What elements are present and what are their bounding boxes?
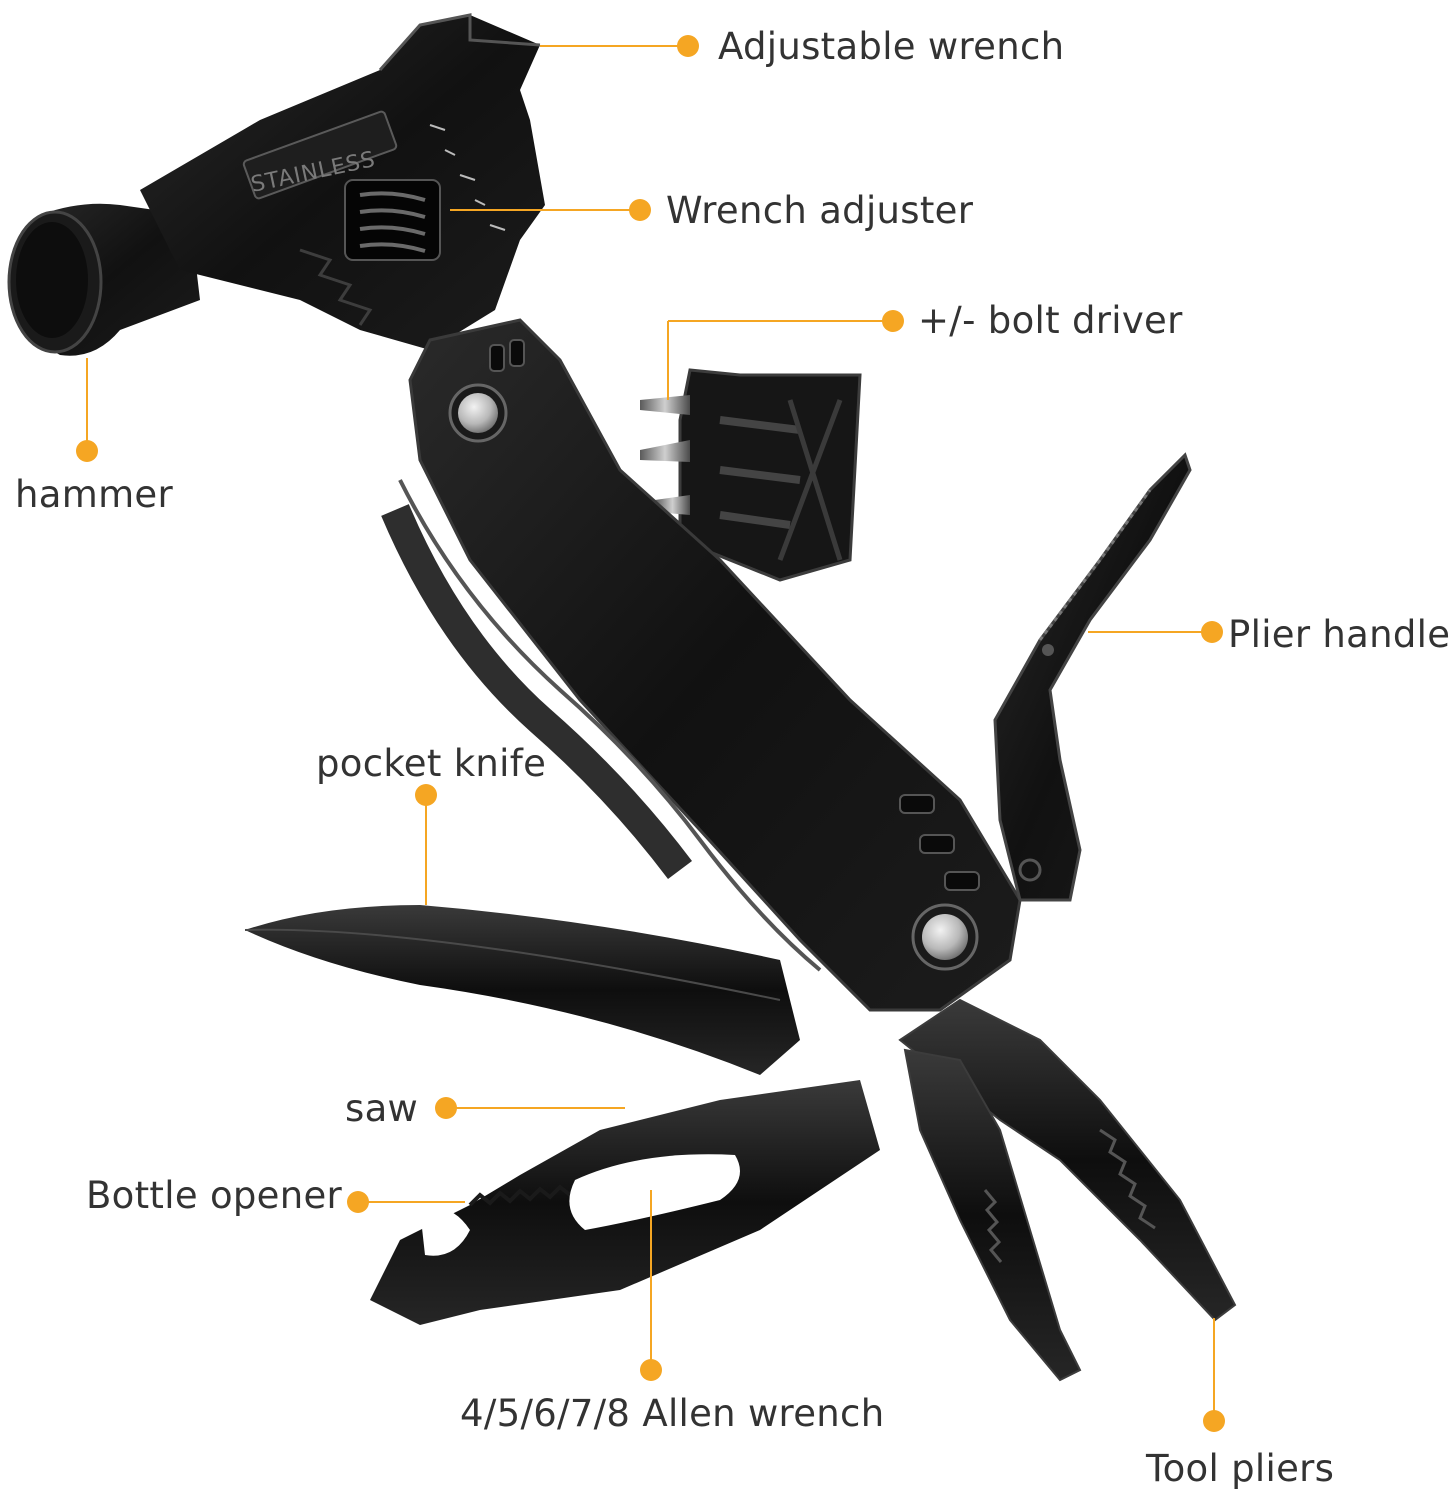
label-pocket-knife: pocket knife <box>316 742 547 785</box>
leader-dot-wrench-adjuster <box>629 199 651 221</box>
plier-handle <box>993 452 1192 902</box>
label-tool-pliers: Tool pliers <box>1146 1447 1335 1490</box>
label-adjustable-wrench: Adjustable wrench <box>718 25 1065 68</box>
leader-line-tool-pliers <box>1213 1318 1215 1421</box>
pliers-jaws <box>898 998 1237 1382</box>
leader-line-bolt-driver <box>668 320 893 322</box>
wrench-head <box>140 13 545 350</box>
leader-dot-tool-pliers <box>1203 1410 1225 1432</box>
leader-line-pocket-knife <box>425 795 427 905</box>
leader-line-hammer <box>86 358 88 451</box>
leader-dot-hammer <box>76 440 98 462</box>
leader-dot-plier-handle <box>1201 621 1223 643</box>
leader-dot-allen-wrench <box>640 1359 662 1381</box>
leader-dot-adjustable-wrench <box>677 35 699 57</box>
leader-dot-saw <box>435 1097 457 1119</box>
label-saw: saw <box>345 1087 419 1130</box>
leader-dot-bolt-driver <box>882 310 904 332</box>
leader-line-plier-handle <box>1088 631 1212 633</box>
hammer-head <box>7 203 200 356</box>
label-bottle-opener: Bottle opener <box>86 1174 343 1217</box>
label-bolt-driver: +/- bolt driver <box>918 299 1183 342</box>
label-wrench-adjuster: Wrench adjuster <box>666 189 974 232</box>
saw-blade <box>370 1080 880 1325</box>
label-allen-wrench: 4/5/6/7/8 Allen wrench <box>460 1392 885 1435</box>
label-hammer: hammer <box>15 473 173 516</box>
main-handle <box>381 318 1022 1012</box>
leader-dot-bottle-opener <box>347 1191 369 1213</box>
leader-line-adjustable-wrench <box>540 45 688 47</box>
bit-holder <box>640 368 862 582</box>
knife-blade <box>244 905 800 1075</box>
leader-dot-pocket-knife <box>415 784 437 806</box>
leader-line-bottle-opener <box>358 1201 465 1203</box>
leader-line-allen-wrench <box>650 1190 652 1370</box>
leader-line-saw <box>446 1107 625 1109</box>
leader-line-wrench-adjuster <box>450 209 640 211</box>
leader-line-bolt-driver <box>667 321 669 400</box>
label-plier-handle: Plier handle <box>1228 613 1451 656</box>
